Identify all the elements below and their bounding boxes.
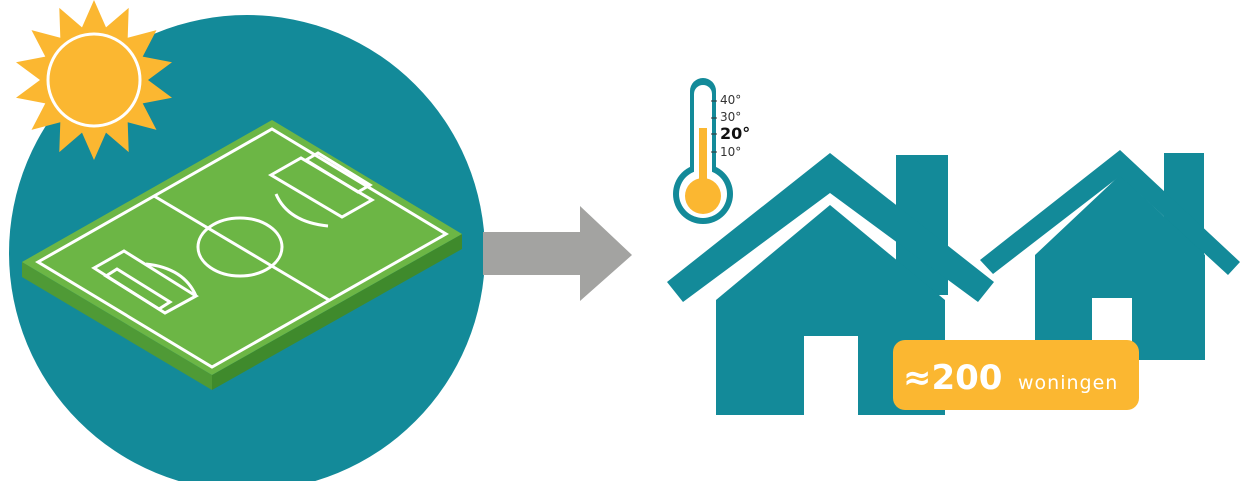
house-icon xyxy=(667,150,1240,416)
scale-label-40: 40° xyxy=(720,93,741,107)
thermometer-scale: 40° 30° 20° 10° xyxy=(720,93,750,159)
field-group xyxy=(9,0,485,481)
scale-label-10: 10° xyxy=(720,145,741,159)
badge-unit: woningen xyxy=(1018,372,1118,394)
badge-value: ≈200 xyxy=(903,358,1002,398)
sun-icon xyxy=(16,0,172,160)
football-field-icon xyxy=(22,120,462,390)
houses-count-badge: ≈200 woningen xyxy=(893,340,1139,410)
scale-label-30: 30° xyxy=(720,110,741,124)
arrow-right-icon xyxy=(483,206,632,301)
scale-label-20: 20° xyxy=(720,124,750,143)
thermometer-icon xyxy=(673,78,733,224)
